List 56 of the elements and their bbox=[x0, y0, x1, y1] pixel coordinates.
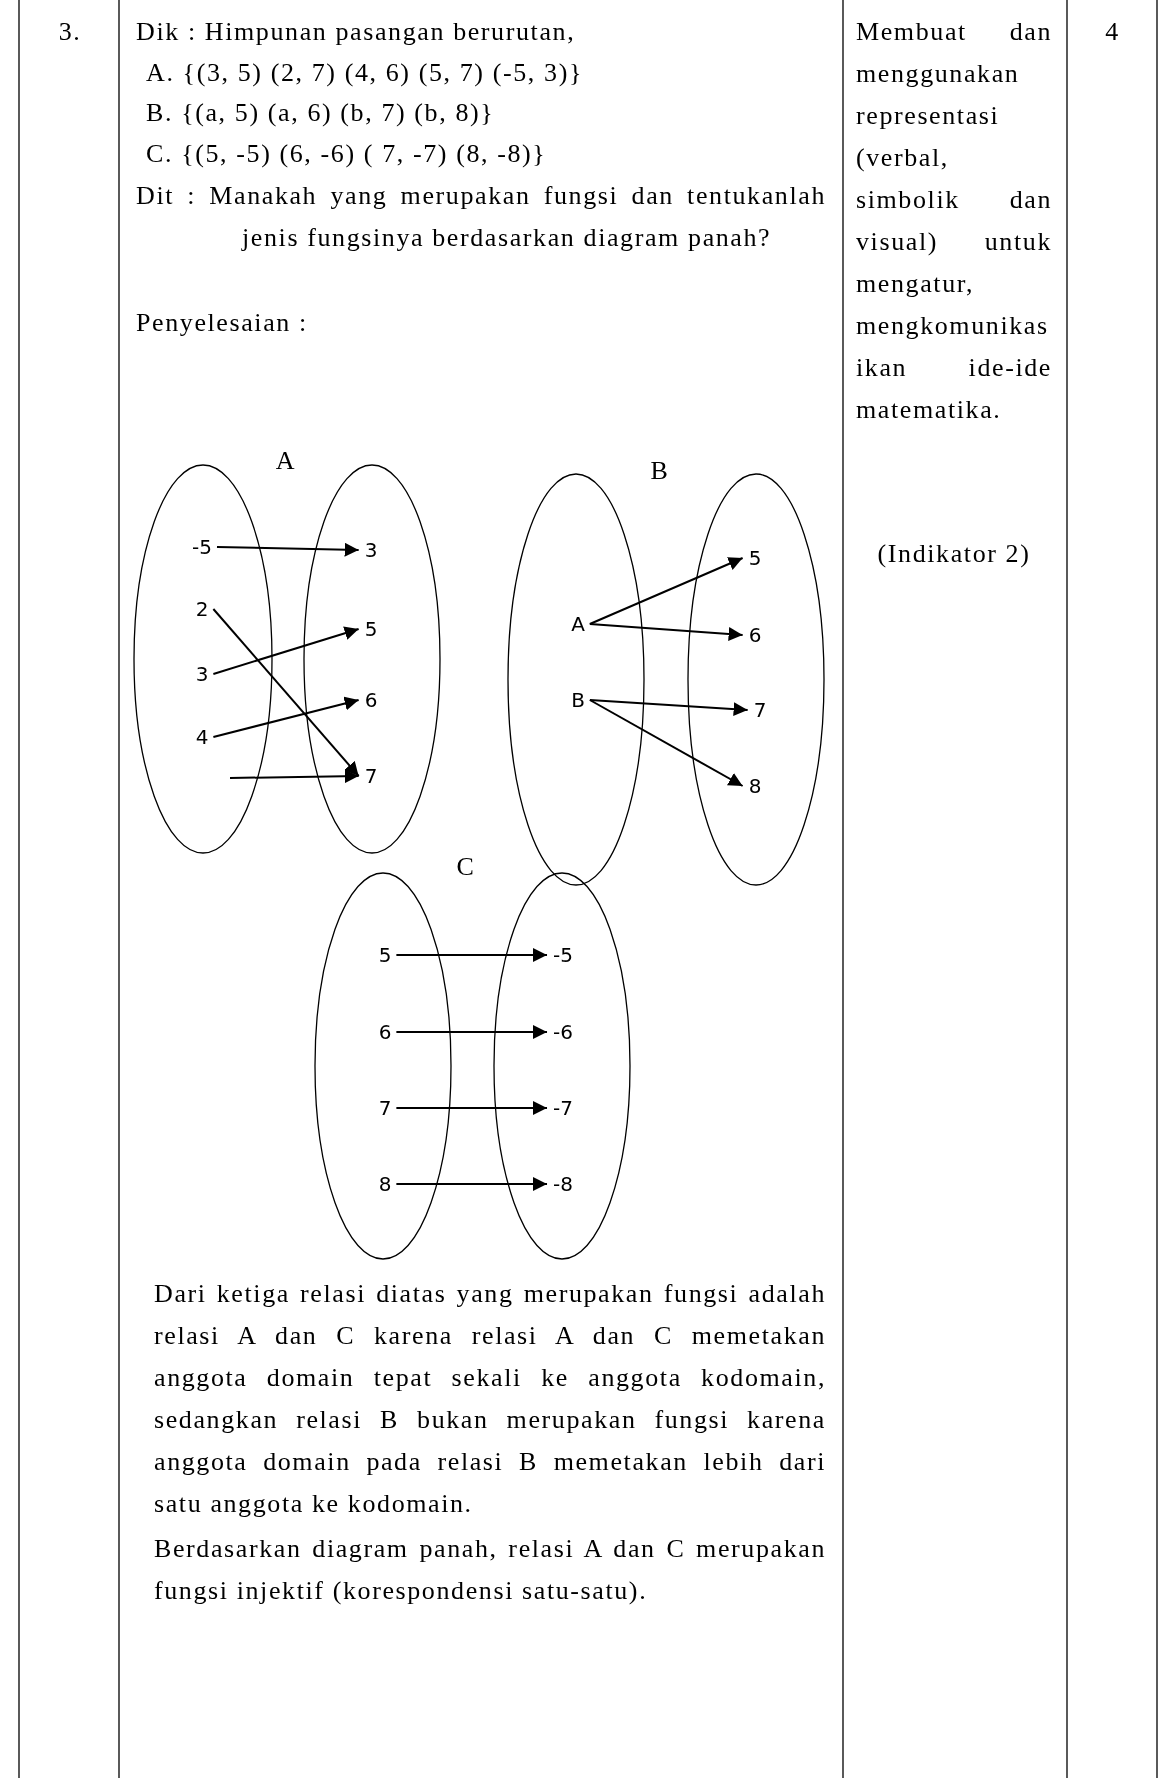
mapping-arrow bbox=[588, 623, 744, 641]
set-element: 8 bbox=[748, 776, 762, 796]
score-value: 4 bbox=[1104, 16, 1121, 48]
text-line: Dit : Manakah yang merupakan fungsi dan tentukanlah jenis fungsinya berdasarkan diagram panah? bbox=[136, 180, 826, 254]
text-line: Dik : Himpunan pasangan berurutan, bbox=[136, 16, 577, 48]
mapping-arrow bbox=[212, 696, 360, 738]
set-element: 8 bbox=[378, 1174, 392, 1194]
set-ellipse bbox=[304, 465, 440, 853]
set-ellipse bbox=[315, 873, 451, 1259]
set-element: 2 bbox=[195, 599, 209, 619]
text-line: Berdasarkan diagram panah, relasi A dan C merupakan fungsi injektif (korespondensi satu-satu). bbox=[154, 1533, 826, 1607]
relation-label: A bbox=[274, 445, 298, 477]
mapping-arrow bbox=[212, 626, 360, 675]
set-ellipse bbox=[508, 474, 644, 885]
text-line: Dari ketiga relasi diatas yang merupakan fungsi adalah relasi A dan C karena relasi A dan C memetakan anggota domain tepat sekali ke anggota kodomain, sedangkan relasi B bukan merupakan fungsi karena anggota domain pada relasi B memetakan lebih dari satu anggota ke kodomain. bbox=[154, 1278, 826, 1520]
set-element: 7 bbox=[364, 766, 378, 786]
set-element: 5 bbox=[378, 945, 392, 965]
mapping-arrow bbox=[395, 1177, 548, 1191]
text-line: Penyelesaian : bbox=[136, 307, 309, 339]
set-ellipse bbox=[494, 873, 630, 1259]
set-element: -8 bbox=[553, 1174, 573, 1194]
set-ellipse bbox=[688, 474, 824, 885]
indicator-text: (Indikator 2) bbox=[876, 538, 1032, 570]
set-element: 3 bbox=[195, 664, 209, 684]
text-line: A. {(3, 5) (2, 7) (4, 6) (5, 7) (-5, 3)} bbox=[146, 57, 584, 89]
mapping-arrow bbox=[395, 948, 548, 962]
text-line: C. {(5, -5) (6, -6) ( 7, -7) (8, -8)} bbox=[146, 138, 548, 170]
relation-label: C bbox=[455, 851, 477, 883]
mapping-arrow bbox=[229, 769, 360, 784]
set-ellipse bbox=[134, 465, 272, 853]
set-element: 5 bbox=[748, 548, 762, 568]
set-element: 7 bbox=[378, 1098, 392, 1118]
set-element: -7 bbox=[553, 1098, 573, 1118]
mapping-arrow bbox=[395, 1101, 548, 1115]
set-element: 5 bbox=[364, 619, 378, 639]
mapping-arrow bbox=[588, 699, 744, 787]
mapping-arrow bbox=[216, 542, 360, 557]
set-element: A bbox=[571, 614, 585, 634]
relation-label: B bbox=[649, 455, 671, 487]
mapping-arrow bbox=[588, 557, 744, 625]
indicator-text: Membuat dan menggunakan representasi (verbal, simbolik dan visual) untuk mengatur, mengkomunikasikan ide-ide matematika. bbox=[856, 16, 1052, 426]
row-number: 3. bbox=[57, 16, 83, 48]
set-element: B bbox=[571, 690, 585, 710]
set-element: -5 bbox=[553, 945, 573, 965]
text-line: B. {(a, 5) (a, 6) (b, 7) (b, 8)} bbox=[146, 97, 496, 129]
set-element: 7 bbox=[753, 700, 767, 720]
set-element: 3 bbox=[364, 540, 378, 560]
set-element: 4 bbox=[195, 727, 209, 747]
set-element: 6 bbox=[364, 690, 378, 710]
set-element: 6 bbox=[748, 625, 762, 645]
set-element: -6 bbox=[553, 1022, 573, 1042]
mapping-arrow bbox=[212, 608, 360, 777]
mapping-arrow bbox=[588, 699, 749, 717]
mapping-arrow bbox=[395, 1025, 548, 1039]
set-element: -5 bbox=[192, 537, 212, 557]
set-element: 6 bbox=[378, 1022, 392, 1042]
